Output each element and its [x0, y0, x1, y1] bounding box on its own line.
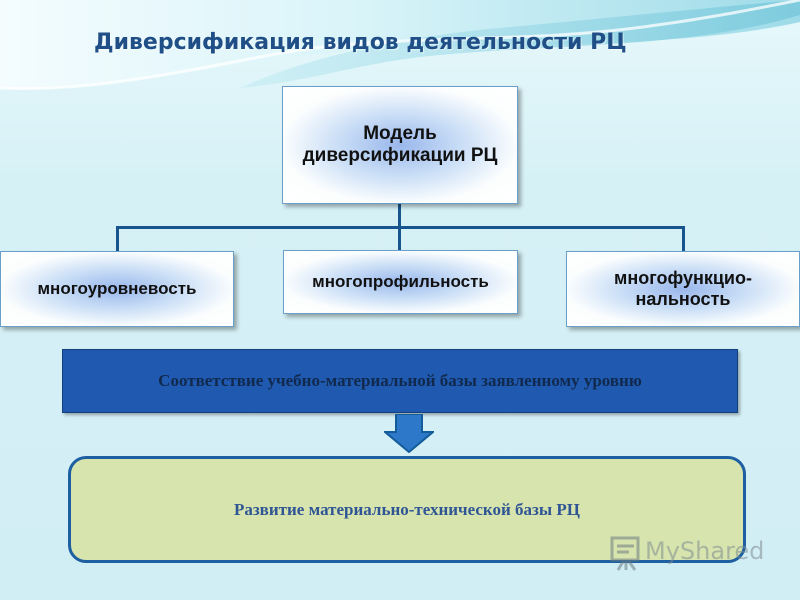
top-connector [398, 204, 401, 228]
left-connector [116, 226, 119, 251]
down-arrow-icon [384, 414, 434, 453]
conformity-banner: Соответствие учебно-материальной базы за… [62, 349, 738, 413]
right-connector [682, 226, 685, 251]
multiprofile-box: многопрофильность [283, 250, 518, 314]
multifunction-box: многофункцио-нальность [566, 251, 800, 327]
slide-title: Диверсификация видов деятельности РЦ [94, 30, 627, 55]
development-result-box: Развитие материально-технической базы РЦ [68, 456, 746, 563]
horizontal-connector [116, 226, 685, 229]
model-box: Модель диверсификации РЦ [282, 86, 518, 204]
multilevel-box: многоуровневость [0, 251, 234, 327]
middle-connector [398, 226, 401, 250]
